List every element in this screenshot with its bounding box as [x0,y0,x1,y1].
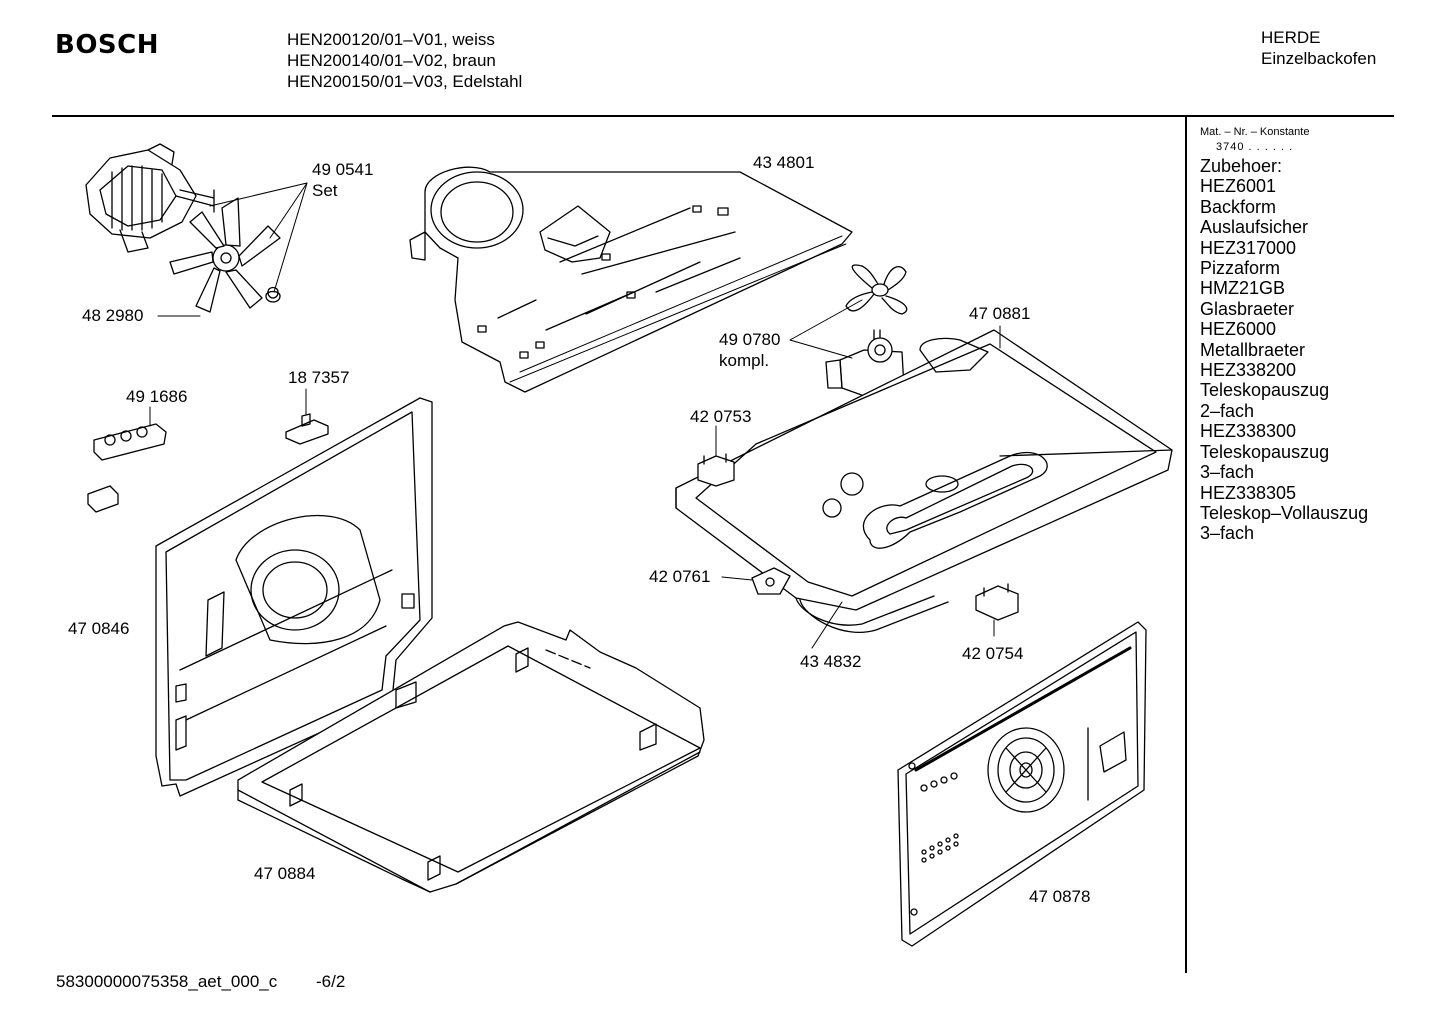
part-label-434801: 43 4801 [753,153,815,172]
accessory-item: Pizzaform [1200,258,1281,279]
accessory-item: Metallbraeter [1200,339,1306,360]
sidebar-divider [1185,117,1187,973]
air-duct-drawing [410,167,852,392]
accessory-item: HEZ6000 [1200,319,1277,340]
accessory-item: HEZ338200 [1200,360,1297,381]
accessory-item: HEZ338300 [1200,421,1297,442]
part-label-470881: 47 0881 [969,304,1031,323]
part-label-420761: 42 0761 [649,567,711,586]
category-block: HERDE Einzelbackofen [1261,27,1376,69]
front-panel-drawing [898,622,1146,946]
part-label-490541-sub: Set [312,181,338,200]
part-label-434832: 43 4832 [800,652,862,671]
accessory-item: Teleskopauszug [1200,380,1330,401]
model-line: HEN200140/01–V02, braun [287,51,496,70]
mat-nr-value: 3740 . . . . . . [1216,141,1294,153]
accessory-item: Auslaufsicher [1200,217,1309,238]
part-label-470846: 47 0846 [68,619,130,638]
part-label-482980: 48 2980 [82,306,144,325]
part-label-470878: 47 0878 [1029,887,1091,906]
mounting-bracket-drawing [752,568,790,594]
part-label-490541: 49 0541 [312,160,374,179]
footer-page: -6/2 [316,972,346,991]
accessory-item: Glasbraeter [1200,298,1295,319]
subcategory-label: Einzelbackofen [1261,49,1377,68]
thermostat-drawing [698,454,734,486]
brand-logo: BOSCH [55,30,159,60]
header-divider [52,115,1394,117]
small-fan-drawing [826,265,907,398]
accessory-item: HEZ317000 [1200,237,1297,258]
footer-doc-id: 58300000075358_aet_000_c [56,972,278,991]
fan-blade-drawing [170,198,280,312]
model-list: HEN200120/01–V01, weiss HEN200140/01–V02… [287,29,522,92]
mat-nr-label: Mat. – Nr. – Konstante [1200,126,1310,138]
accessory-item: HEZ6001 [1200,176,1277,197]
part-label-470884: 47 0884 [254,864,316,883]
bottom-tray-drawing [238,622,704,892]
part-label-420753: 42 0753 [690,407,752,426]
category-label: HERDE [1261,28,1321,47]
accessory-list: Zubehoer: HEZ6001 Backform Auslaufsicher… [1200,156,1368,544]
accessory-item: Teleskopauszug [1200,441,1330,462]
accessory-item: Zubehoer: [1200,156,1283,176]
part-label-491686: 49 1686 [126,387,188,406]
part-label-420754: 42 0754 [962,644,1024,663]
accessory-item: 3–fach [1200,462,1255,483]
part-label-490780: 49 0780 [719,330,781,349]
thermostat-drawing [976,584,1018,620]
accessory-item: HEZ338305 [1200,482,1297,503]
part-label-490780-sub: kompl. [719,351,770,370]
accessory-item: HMZ21GB [1200,278,1286,299]
part-label-187357: 18 7357 [288,368,350,387]
model-line: HEN200150/01–V03, Edelstahl [287,72,523,91]
accessory-item: Backform [1200,196,1277,217]
oven-back-panel-drawing [676,330,1172,632]
switch-block-drawing [88,414,328,512]
accessory-item: 2–fach [1200,400,1255,421]
model-line: HEN200120/01–V01, weiss [287,30,495,49]
accessory-item: Teleskop–Vollauszug [1200,502,1369,523]
accessory-item: 3–fach [1200,523,1255,544]
fan-motor-drawing [86,144,214,252]
